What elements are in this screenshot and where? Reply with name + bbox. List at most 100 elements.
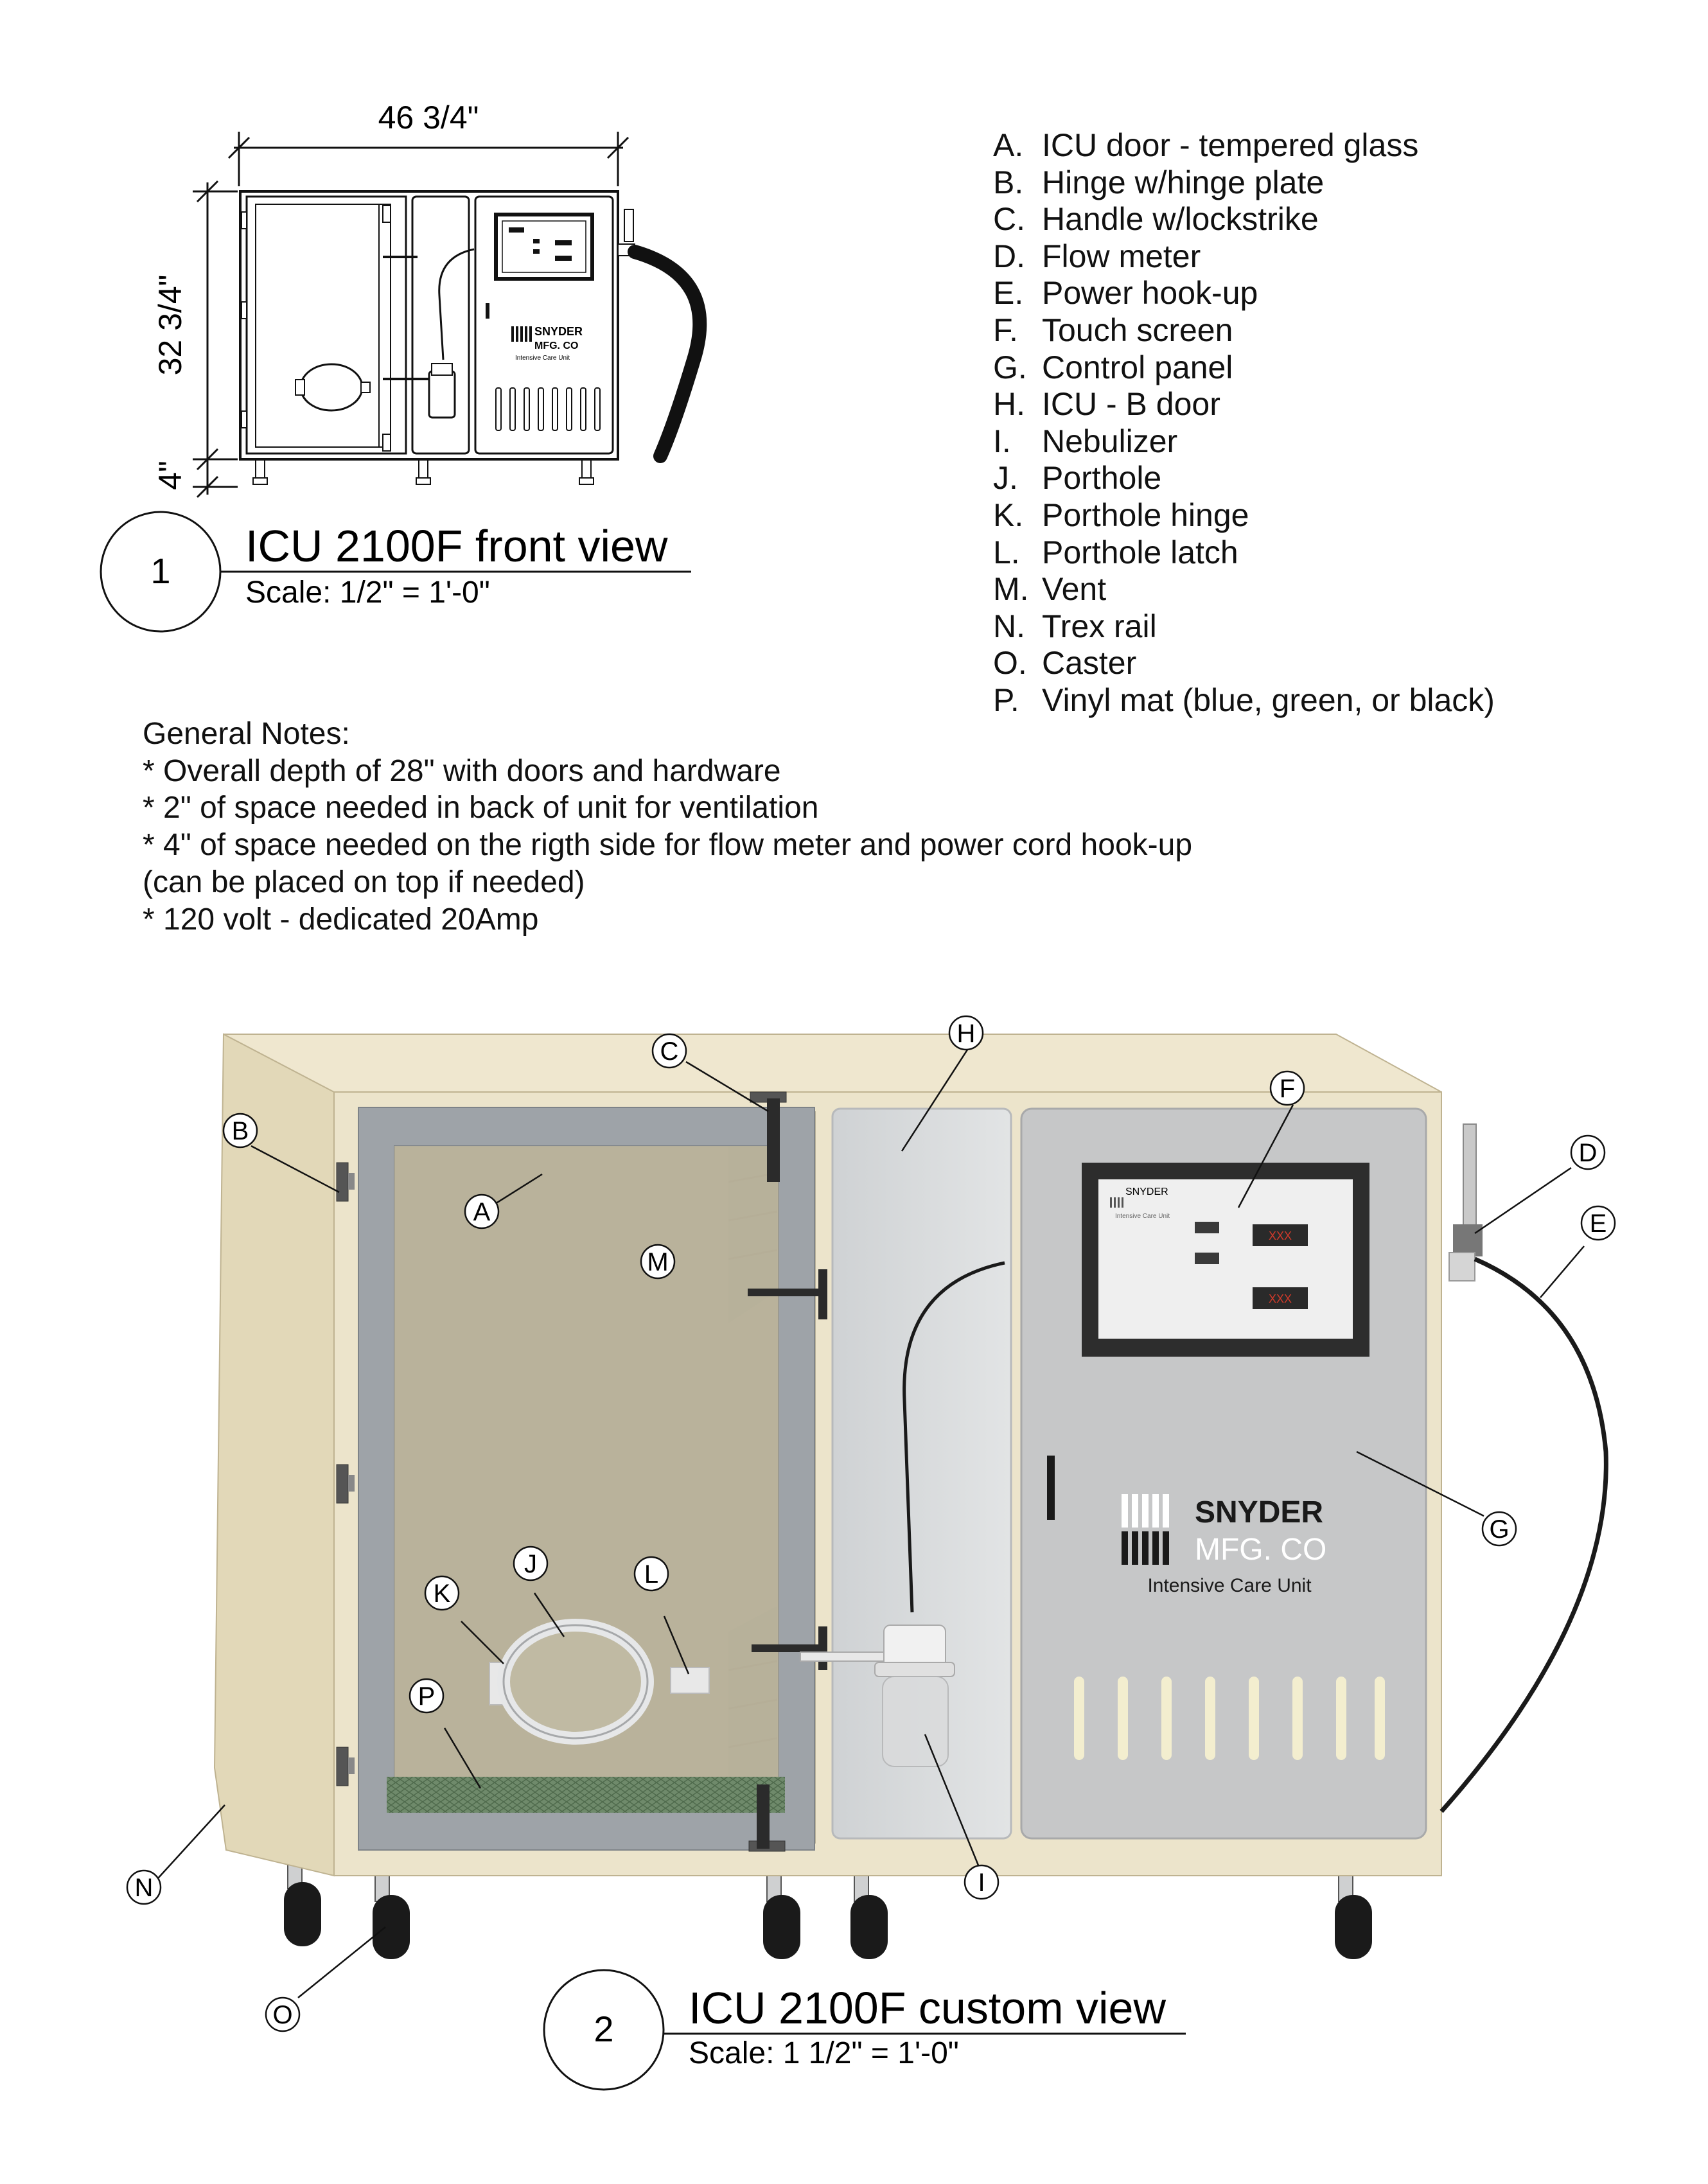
vinyl-mat bbox=[387, 1777, 785, 1813]
general-note-line: * 120 volt - dedicated 20Amp bbox=[143, 902, 539, 937]
legend-letter: I. bbox=[993, 423, 1011, 459]
nebulizer bbox=[800, 1625, 955, 1767]
legend-letter: J. bbox=[993, 460, 1018, 497]
legend-label: Control panel bbox=[1042, 349, 1233, 385]
front-logo-line1: SNYDER bbox=[534, 325, 583, 338]
callout-e-label: E bbox=[1590, 1210, 1607, 1238]
general-notes: General Notes: * Overall depth of 28" wi… bbox=[143, 716, 1192, 938]
dimension-width-label: 46 3/4" bbox=[378, 100, 479, 136]
front-logo: SNYDER MFG. CO Intensive Care Unit bbox=[511, 325, 583, 362]
panel-vents bbox=[1074, 1677, 1385, 1760]
legend-letter: K. bbox=[993, 497, 1024, 533]
legend-letter: G. bbox=[993, 349, 1027, 385]
screen-brand: SNYDER bbox=[1125, 1186, 1168, 1197]
legend-label: Hinge w/hinge plate bbox=[1042, 164, 1325, 200]
general-note-line: (can be placed on top if needed) bbox=[143, 865, 585, 899]
callout-k-label: K bbox=[434, 1580, 451, 1608]
legend-item: P.Vinyl mat (blue, green, or black) bbox=[993, 682, 1495, 719]
legend-item: B.Hinge w/hinge plate bbox=[993, 164, 1495, 202]
legend-item: D. Flow meter bbox=[993, 238, 1495, 276]
callout-p-label: P bbox=[418, 1682, 436, 1711]
panel-logo: SNYDER MFG. CO Intensive Care Unit bbox=[1122, 1494, 1326, 1596]
callout-p: P bbox=[409, 1678, 445, 1714]
legend-letter: H. bbox=[993, 386, 1025, 423]
callout-g-label: G bbox=[1489, 1515, 1509, 1544]
callout-a-label: A bbox=[473, 1198, 491, 1226]
callout-j: J bbox=[513, 1546, 549, 1581]
legend-item: N. Trex rail bbox=[993, 608, 1495, 646]
custom-view-title: ICU 2100F custom view bbox=[689, 1983, 1166, 2033]
screen-readout-2: XXX bbox=[1269, 1292, 1292, 1305]
custom-view-drawing: SNYDER Intensive Care Unit XXX XXX bbox=[126, 1015, 1616, 2032]
front-icu-b-door bbox=[411, 195, 470, 455]
front-logo-line2: MFG. CO bbox=[534, 340, 578, 351]
legend-label: Porthole bbox=[1042, 460, 1162, 497]
dimension-width bbox=[227, 132, 629, 186]
porthole-latch bbox=[670, 1667, 710, 1694]
callout-c: C bbox=[651, 1033, 687, 1069]
legend-label: Nebulizer bbox=[1042, 423, 1178, 459]
dimension-height bbox=[193, 180, 238, 498]
callout-o-label: O bbox=[272, 2001, 292, 2029]
legend-item: C.Handle w/lockstrike bbox=[993, 201, 1495, 238]
front-nebulizer bbox=[428, 370, 456, 419]
general-note-line: * 2" of space needed in back of unit for… bbox=[143, 791, 819, 825]
legend-item: L. Porthole latch bbox=[993, 534, 1495, 572]
front-view-drawing: 46 3/4" 32 3/4" 4" bbox=[152, 100, 707, 498]
legend-label: Flow meter bbox=[1042, 238, 1201, 274]
legend-label: ICU - B door bbox=[1042, 386, 1220, 423]
legend-label: Trex rail bbox=[1042, 608, 1157, 644]
callout-f-label: F bbox=[1280, 1075, 1295, 1103]
legend-label: ICU door - tempered glass bbox=[1042, 127, 1419, 163]
legend-item: G. Control panel bbox=[993, 349, 1495, 387]
callout-l-label: L bbox=[644, 1560, 658, 1589]
front-control-panel bbox=[474, 195, 614, 455]
legend-letter: A. bbox=[993, 127, 1024, 163]
porthole bbox=[489, 1619, 710, 1745]
front-view-number: 1 bbox=[150, 550, 170, 591]
legend-letter: M. bbox=[993, 571, 1029, 608]
front-view-title: ICU 2100F front view bbox=[245, 521, 668, 571]
cabinet-top bbox=[223, 1034, 1442, 1093]
callout-k: K bbox=[424, 1575, 460, 1611]
callout-o: O bbox=[265, 1996, 301, 2032]
front-view-title-block: 1 ICU 2100F front view Scale: 1/2" = 1'-… bbox=[100, 511, 691, 633]
power-cord bbox=[1439, 1256, 1608, 1813]
legend-item: M. Vent bbox=[993, 571, 1495, 608]
callout-g: G bbox=[1481, 1511, 1517, 1547]
callout-d-label: D bbox=[1579, 1139, 1598, 1167]
panel-logo-line3: Intensive Care Unit bbox=[1147, 1575, 1312, 1596]
legend-item: J. Porthole bbox=[993, 460, 1495, 497]
legend-letter: E. bbox=[993, 275, 1024, 312]
legend-item: A. ICU door - tempered glass bbox=[993, 127, 1495, 164]
legend-item: O.Caster bbox=[993, 645, 1495, 682]
legend-letter: N. bbox=[993, 608, 1025, 644]
legend-item: I. Nebulizer bbox=[993, 423, 1495, 461]
touch-screen: SNYDER Intensive Care Unit XXX XXX bbox=[1082, 1163, 1369, 1357]
callout-h: H bbox=[948, 1015, 984, 1051]
panel-logo-line2: MFG. CO bbox=[1195, 1533, 1326, 1567]
legend-letter: C. bbox=[993, 201, 1025, 238]
callout-b-label: B bbox=[232, 1117, 249, 1145]
front-power-hose bbox=[628, 245, 707, 463]
general-notes-heading: General Notes: bbox=[143, 717, 350, 751]
legend-letter: L. bbox=[993, 534, 1020, 570]
front-flow-meter bbox=[624, 209, 634, 242]
front-view-scale: Scale: 1/2" = 1'-0" bbox=[245, 576, 490, 610]
legend-letter: O. bbox=[993, 645, 1027, 682]
general-note-line: * 4" of space needed on the rigth side f… bbox=[143, 828, 1193, 863]
legend-label: Porthole latch bbox=[1042, 534, 1238, 570]
general-note-line: * Overall depth of 28" with doors and ha… bbox=[143, 753, 781, 788]
screen-readout-1: XXX bbox=[1269, 1229, 1292, 1242]
front-touch-screen bbox=[494, 213, 594, 281]
dimension-base-label: 4" bbox=[152, 461, 188, 490]
legend-label: Vent bbox=[1042, 571, 1107, 608]
legend-label: Porthole hinge bbox=[1042, 497, 1249, 533]
front-icu-door bbox=[245, 195, 407, 455]
legend-letter: F. bbox=[993, 312, 1018, 348]
legend-label: Touch screen bbox=[1042, 312, 1233, 348]
legend-letter: D. bbox=[993, 238, 1025, 274]
custom-view-scale: Scale: 1 1/2" = 1'-0" bbox=[689, 2036, 959, 2070]
